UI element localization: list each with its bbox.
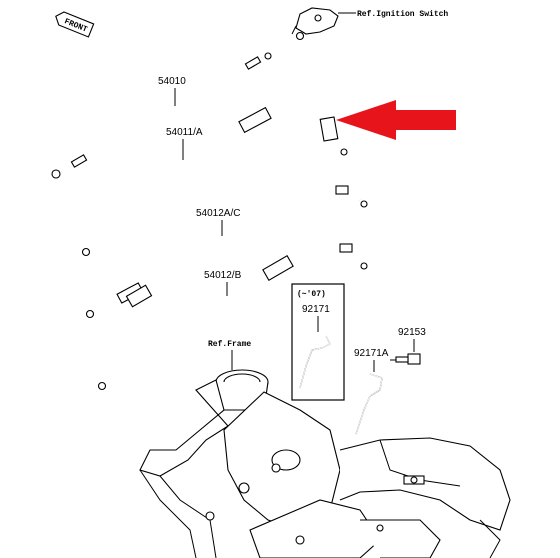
- highlight-arrow: [336, 100, 456, 140]
- cable-54011a[interactable]: [81, 90, 348, 257]
- front-direction-tag: FRONT: [55, 11, 95, 38]
- clamp-92171[interactable]: [299, 335, 331, 389]
- part-label-54010: 54010: [158, 76, 186, 87]
- ignition-switch-part[interactable]: [291, 7, 339, 41]
- cable-54012ac[interactable]: [85, 182, 368, 319]
- part-label-92171: 92171: [302, 304, 330, 315]
- bolt-92153[interactable]: [390, 353, 421, 365]
- part-label-92171a: 92171A: [354, 348, 389, 359]
- part-label-54012b: 54012/B: [204, 270, 242, 281]
- part-label-54012ac: 54012A/C: [196, 208, 240, 219]
- frame-assembly: [139, 369, 511, 558]
- cable-54012b[interactable]: [97, 234, 368, 391]
- part-label-92153: 92153: [398, 327, 426, 338]
- inset-label: (~'07): [297, 290, 326, 299]
- part-label-54011a: 54011/A: [166, 127, 203, 138]
- inset-box: (~'07) 92171: [291, 283, 345, 401]
- clamp-92171a[interactable]: [355, 373, 383, 435]
- ref-frame-label: Ref.Frame: [208, 340, 251, 349]
- cable-54010[interactable]: [51, 52, 272, 179]
- ref-ignition-label: Ref.Ignition Switch: [357, 10, 448, 19]
